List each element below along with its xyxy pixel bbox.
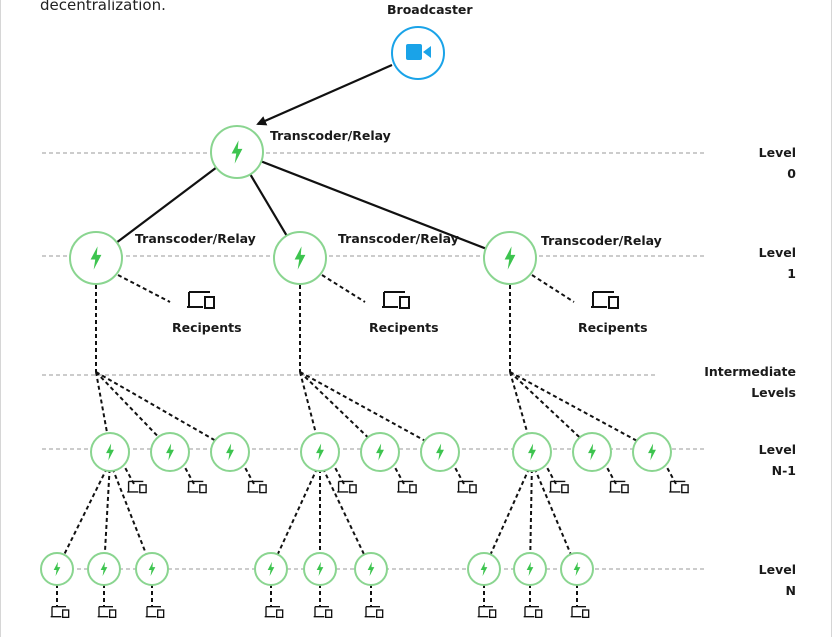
recipient-device-icon [364,605,384,619]
level-n-minus-1-node [572,432,612,472]
root-relay-node [210,125,264,179]
intermediate-to-node-edge [509,371,593,450]
recipient-device-icon [246,480,267,494]
recipient-device-icon [548,480,569,494]
recipients-label-1: Recipents [172,320,242,335]
recipient-device-icon [336,480,357,494]
recipients-label-2: Recipents [369,320,439,335]
relay-to-recipients-edge [321,274,366,303]
level-n-minus-1-node [360,432,400,472]
recipient-device-icon [264,605,284,619]
broadcast-arrow [256,63,393,126]
level-n-node [135,552,169,586]
recipient-device-icon [97,605,117,619]
node-to-level-n-edge [531,461,578,570]
root-to-relay-edge [236,150,511,260]
level-n-minus-1-node [210,432,250,472]
recipient-device-icon [456,480,477,494]
level-n-minus-1-node [150,432,190,472]
recipient-device-icon [523,605,543,619]
relay-label-2: Transcoder/Relay [338,231,459,246]
relay-label-3: Transcoder/Relay [541,233,662,248]
level-n-minus-1-node [300,432,340,472]
relay-label-1: Transcoder/Relay [135,231,256,246]
root-relay-label: Transcoder/Relay [270,128,391,143]
recipient-device-icon [570,605,590,619]
level-n-minus-1-node [632,432,672,472]
level-n-node [354,552,388,586]
level-n-node [254,552,288,586]
level-n-node [87,552,121,586]
recipient-device-icon [668,480,689,494]
level-n-node [560,552,594,586]
level-n-minus-1-node [420,432,460,472]
intermediate-to-node-edge [299,371,381,450]
level-n-node [40,552,74,586]
recipient-device-icon [313,605,333,619]
node-to-level-n-edge [529,461,533,570]
level-n-node [303,552,337,586]
node-to-level-n-edge [109,461,153,570]
recipient-device-icon [186,480,207,494]
level-n-minus-1-node [90,432,130,472]
node-to-level-n-edge [56,461,111,570]
node-to-level-n-edge [483,461,533,570]
preceding-text: decentralization. [40,0,166,14]
level-n-node [513,552,547,586]
level-n-minus-1-node [512,432,552,472]
recipient-device-icon [145,605,165,619]
node-to-level-n-edge [270,461,321,570]
recipients-label-3: Recipents [578,320,648,335]
intermediate-to-node-edge [95,371,171,450]
node-to-level-n-edge [103,461,111,570]
recipient-device-icon [126,480,147,494]
relay-to-recipients-edge [117,274,171,303]
level-n-node [467,552,501,586]
node-to-level-n-edge [319,461,372,570]
level-separator-lines [42,152,705,570]
recipient-device-icon [608,480,629,494]
connection-edges [56,63,677,606]
broadcaster-node [391,26,445,80]
intermediate-to-node-edge [299,371,441,450]
level1-relay-node [69,231,123,285]
video-camera-icon [406,44,431,60]
relay-nodes [40,125,672,586]
recipient-device-icon [396,480,417,494]
broadcaster-label: Broadcaster [387,2,473,17]
intermediate-to-node-edge [509,371,653,450]
root-to-relay-edge [95,151,238,259]
level1-relay-node [483,231,537,285]
intermediate-to-node-edge [95,371,231,450]
recipients-device-icon [381,291,410,309]
recipient-device-icon [477,605,497,619]
recipients-device-icon [590,291,619,309]
level1-relay-node [273,231,327,285]
recipient-device-icon [50,605,70,619]
relay-to-recipients-edge [531,274,575,303]
recipients-device-icon [186,291,215,309]
